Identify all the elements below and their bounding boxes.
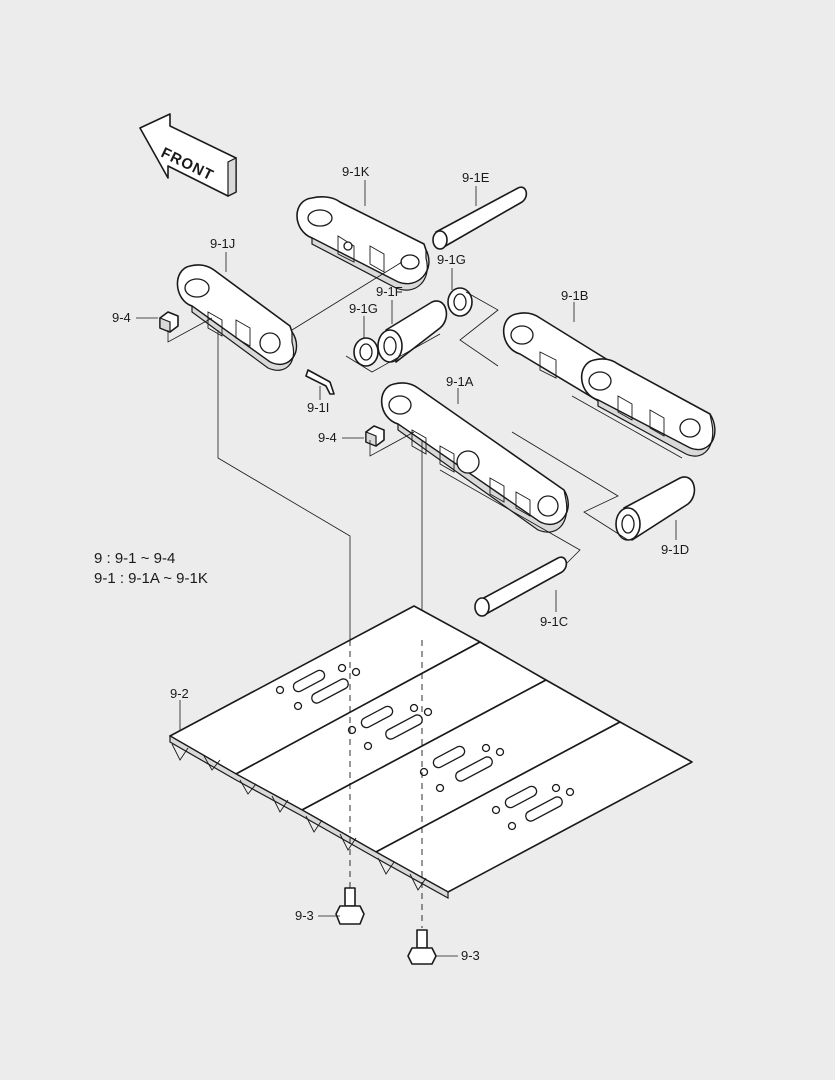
label-9-1J: 9-1J — [210, 236, 235, 251]
seal-9-1G-left — [353, 337, 379, 367]
bolt-9-3-left — [335, 887, 365, 925]
label-9-1A: 9-1A — [446, 374, 474, 389]
link-9-1A — [380, 382, 569, 533]
label-9-1G-left: 9-1G — [349, 301, 378, 316]
label-9-1D: 9-1D — [661, 542, 689, 557]
label-9-1F: 9-1F — [376, 284, 403, 299]
label-9-1C: 9-1C — [540, 614, 568, 629]
label-9-2: 9-2 — [170, 686, 189, 701]
nut-9-4-top — [159, 311, 179, 333]
label-9-4-mid: 9-4 — [318, 430, 337, 445]
track-shoe-9-2 — [169, 605, 693, 900]
wire-9-1I — [305, 369, 335, 395]
assembly-guide-lines — [167, 261, 683, 640]
front-arrow-icon: FRONT — [139, 113, 237, 197]
note-line-1: 9 : 9-1 ~ 9-4 — [94, 550, 175, 567]
pin-9-1C — [474, 556, 568, 617]
label-9-1E: 9-1E — [462, 170, 490, 185]
seal-9-1G-right — [447, 287, 473, 317]
label-9-1K: 9-1K — [342, 164, 370, 179]
label-9-1I: 9-1I — [307, 400, 329, 415]
label-9-3-right: 9-3 — [461, 948, 480, 963]
note-line-2: 9-1 : 9-1A ~ 9-1K — [94, 570, 208, 587]
link-9-1K — [296, 196, 430, 291]
link-9-1J — [176, 264, 298, 371]
label-9-1B: 9-1B — [561, 288, 588, 303]
bushing-9-1F — [377, 300, 448, 363]
bolt-9-3-right — [407, 929, 437, 965]
label-9-4-top: 9-4 — [112, 310, 131, 325]
pin-9-1E — [432, 186, 528, 250]
label-9-3-left: 9-3 — [295, 908, 314, 923]
nut-9-4-mid — [365, 425, 385, 447]
link-9-1B — [502, 312, 716, 457]
label-leaders — [136, 180, 677, 957]
bushing-9-1D — [615, 476, 696, 541]
label-9-1G-top: 9-1G — [437, 252, 466, 267]
